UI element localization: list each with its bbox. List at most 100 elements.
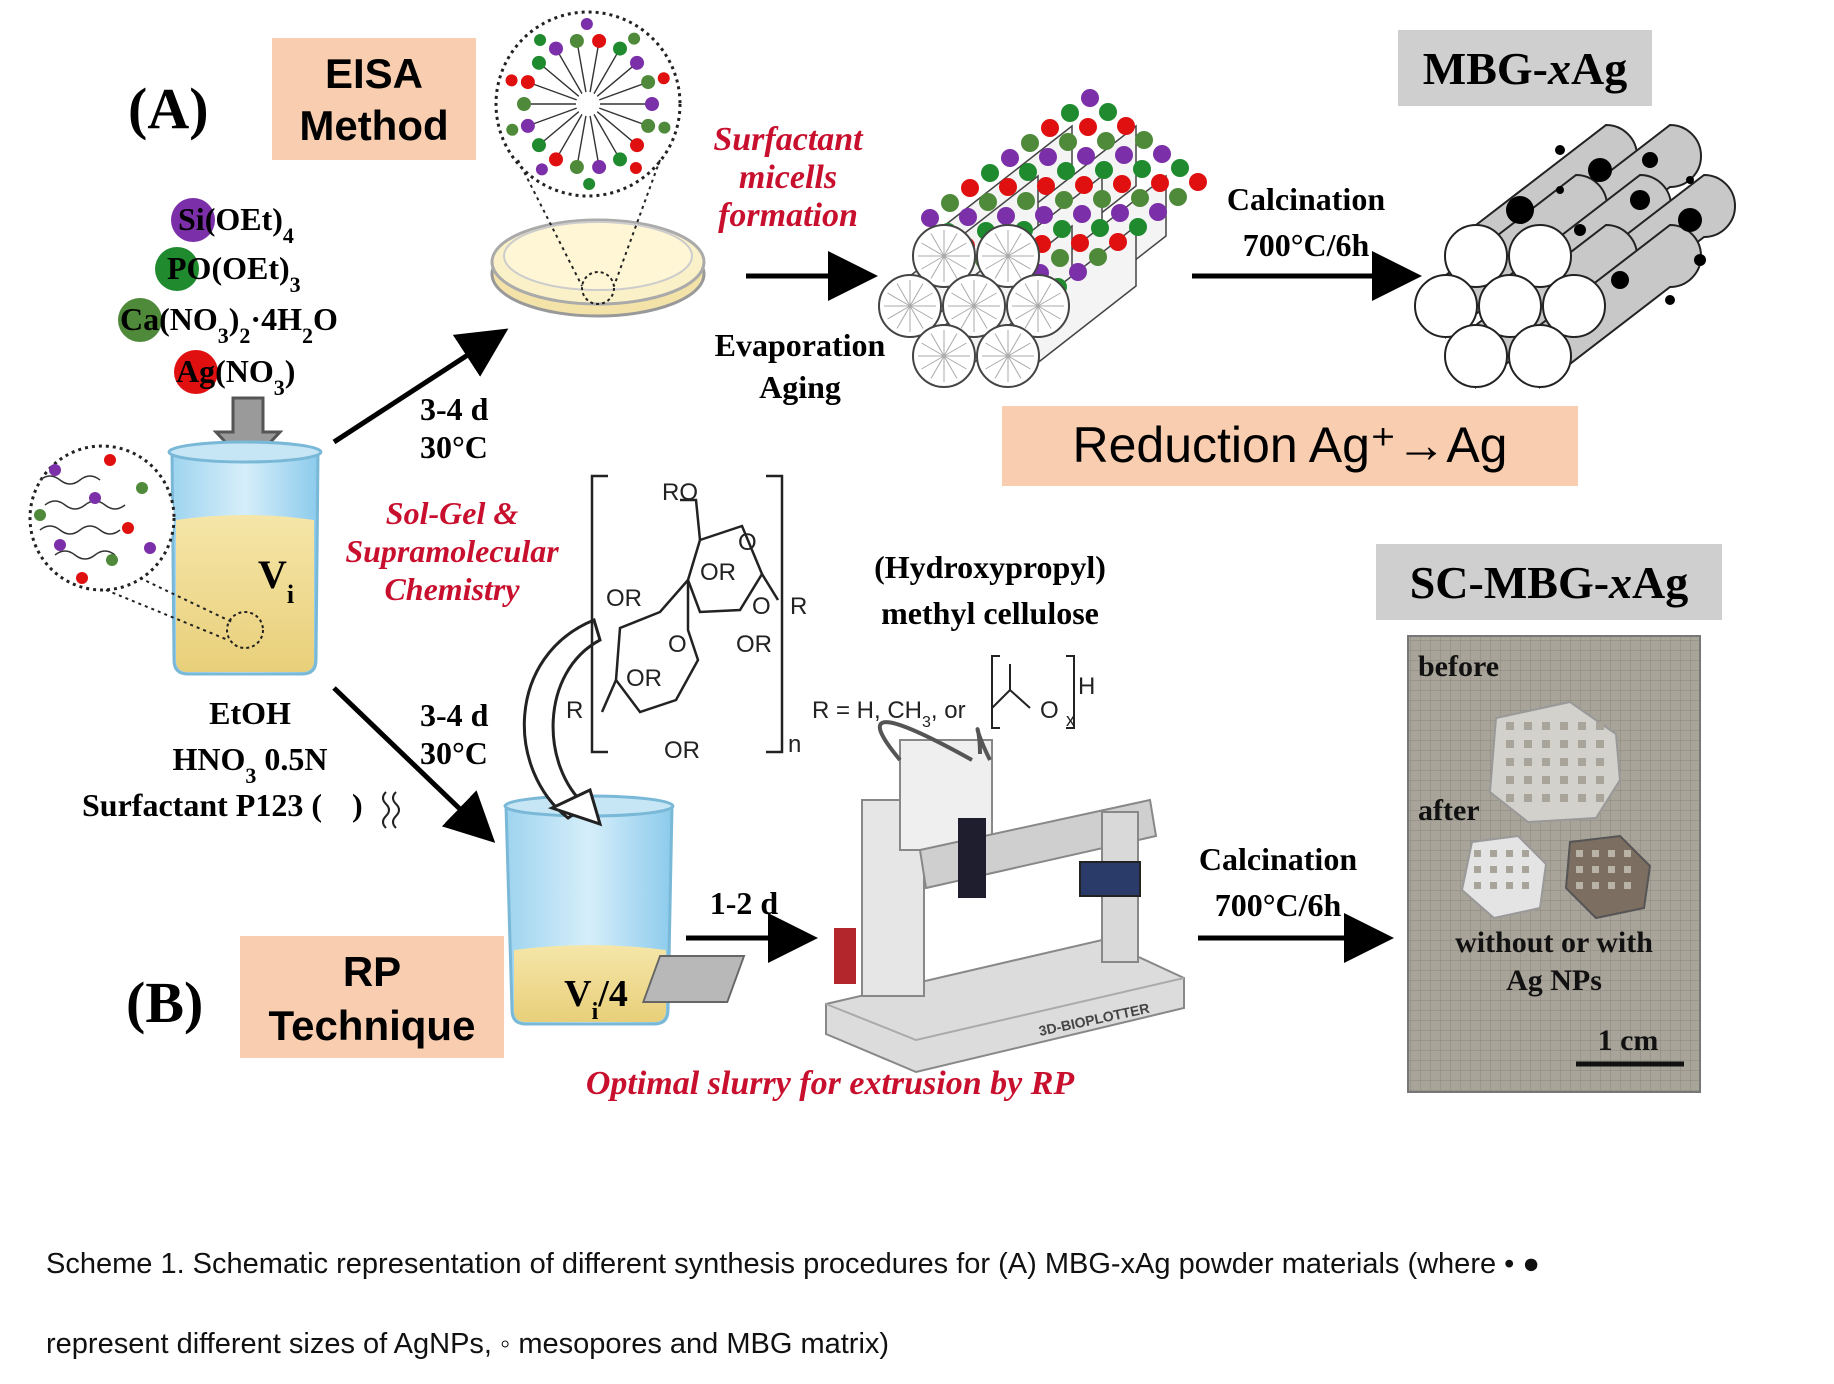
scaffold-pore xyxy=(1592,882,1599,889)
pore-chain xyxy=(1007,233,1022,257)
pore-chain xyxy=(1024,305,1039,329)
mbg-bead xyxy=(1039,148,1057,166)
ag-nanoparticle xyxy=(1555,145,1565,155)
precursor-bead xyxy=(629,162,642,175)
pore-chain xyxy=(909,305,924,329)
rp-box-line2: Technique xyxy=(269,1002,476,1049)
pore-chain xyxy=(943,342,967,357)
svg-text:x: x xyxy=(1066,710,1075,730)
beaker-2-label: Vi/4 xyxy=(564,973,628,1025)
hpmc-structure xyxy=(590,474,784,754)
surfactant-chain xyxy=(589,115,600,168)
precursor-bead xyxy=(628,32,641,45)
pore-chain xyxy=(1007,355,1031,370)
surfactant-chain xyxy=(527,107,577,127)
arrow-bottom-temp: 30°C xyxy=(420,735,488,771)
scaffold-pore xyxy=(1490,850,1497,857)
ag-nanoparticle xyxy=(1694,254,1706,266)
scaffold-before xyxy=(1488,700,1622,824)
evaporation-line1: Evaporation xyxy=(715,327,886,363)
mbg-bead xyxy=(1079,118,1097,136)
mbg-bead xyxy=(1051,249,1069,267)
si-bead xyxy=(171,198,215,242)
precursor-bead xyxy=(630,55,645,70)
precursor-bead xyxy=(658,121,671,134)
bioplotter-machine: 3D-BIOPLOTTER xyxy=(641,720,1185,1074)
svg-text:O: O xyxy=(752,593,771,620)
pore-chain xyxy=(994,333,1009,357)
precursor-bead xyxy=(580,18,593,31)
pore-chain xyxy=(985,342,1009,357)
scaffold-pore xyxy=(1522,882,1529,889)
scaffold-pore xyxy=(1524,740,1532,748)
scaffold-pore xyxy=(1506,722,1514,730)
solvent-surfactant: Surfactant P123 () xyxy=(82,787,363,823)
precursor-bead xyxy=(641,118,656,133)
pore-chain xyxy=(960,283,975,307)
scaffold-pore xyxy=(1542,722,1550,730)
scaffold-pore xyxy=(1578,758,1586,766)
pore-chain xyxy=(943,255,958,279)
photo-before: before xyxy=(1418,650,1499,683)
arrow-to-eisa xyxy=(332,328,509,445)
scaffold-pore xyxy=(1624,882,1631,889)
surfactant-chain xyxy=(576,40,587,93)
scaffold-without-ag xyxy=(1460,834,1548,920)
scaffold-pore xyxy=(1506,882,1513,889)
rp-technique-box: RP Technique xyxy=(240,936,504,1058)
precursor-bead xyxy=(506,123,519,136)
solvent-etoh: EtOH xyxy=(209,695,291,731)
mbg-bead xyxy=(1117,117,1135,135)
mbg-bead xyxy=(941,194,959,212)
surfactant-line3: formation xyxy=(718,197,858,234)
pore-chain xyxy=(1007,342,1031,357)
precursor-bead xyxy=(534,33,547,46)
scaffold-pore xyxy=(1596,794,1604,802)
scaffold-pore xyxy=(1490,866,1497,873)
pore-chain xyxy=(921,355,945,370)
scaffold-pore xyxy=(1596,740,1604,748)
scaffold-pore xyxy=(1596,722,1604,730)
arrow-to-rp xyxy=(332,686,496,843)
mbg-bead xyxy=(1133,160,1151,178)
mbg-bead xyxy=(1153,145,1171,163)
scaffold-pore xyxy=(1596,758,1604,766)
precursor-bead xyxy=(613,41,627,56)
scaffold-pore xyxy=(1560,740,1568,748)
scaffold-pore xyxy=(1560,776,1568,784)
ag-nanoparticle xyxy=(1556,186,1564,194)
sc-title-box: SC-MBG-xAg xyxy=(1376,544,1722,620)
scaffold-pore xyxy=(1506,850,1513,857)
svg-text:OR: OR xyxy=(700,559,736,586)
mbg-bead xyxy=(1059,133,1077,151)
evaporation-line2: Aging xyxy=(759,369,841,405)
mbg-bead xyxy=(1097,132,1115,150)
svg-text:OR: OR xyxy=(736,631,772,658)
pore-end xyxy=(1508,324,1572,388)
mbg-bead xyxy=(1099,103,1117,121)
pore-chain xyxy=(943,333,958,357)
mbg-bead xyxy=(981,164,999,182)
scaffold-pore xyxy=(1474,866,1481,873)
scaffold-pore xyxy=(1592,850,1599,857)
scaffold-pore xyxy=(1576,850,1583,857)
pore-chain xyxy=(1015,305,1039,320)
precursor-bead xyxy=(569,160,584,175)
precursor-list: Si(OEt)4 PO(OEt)3 Ca(NO3)2·4H2O Ag(NO3) xyxy=(118,198,338,400)
pore-chain xyxy=(887,292,911,307)
mbg-bead xyxy=(1131,189,1149,207)
scaffold-pore xyxy=(1474,850,1481,857)
extrusion-time: 1-2 d xyxy=(710,885,779,921)
surfactant-chain xyxy=(576,115,587,168)
eisa-box-line1: EISA xyxy=(325,50,423,97)
mbg-bead xyxy=(1171,159,1189,177)
ag-rod-bundle xyxy=(1414,123,1736,390)
pore-chain xyxy=(1037,283,1052,307)
mbg-bead xyxy=(921,209,939,227)
solvent-hno3: HNO3 0.5N xyxy=(173,741,328,788)
surfactant-line1: Surfactant xyxy=(713,121,864,158)
svg-text:O: O xyxy=(668,631,687,658)
mbg-bead xyxy=(1077,147,1095,165)
pore-chain xyxy=(930,355,945,379)
pore-chain xyxy=(896,283,911,307)
